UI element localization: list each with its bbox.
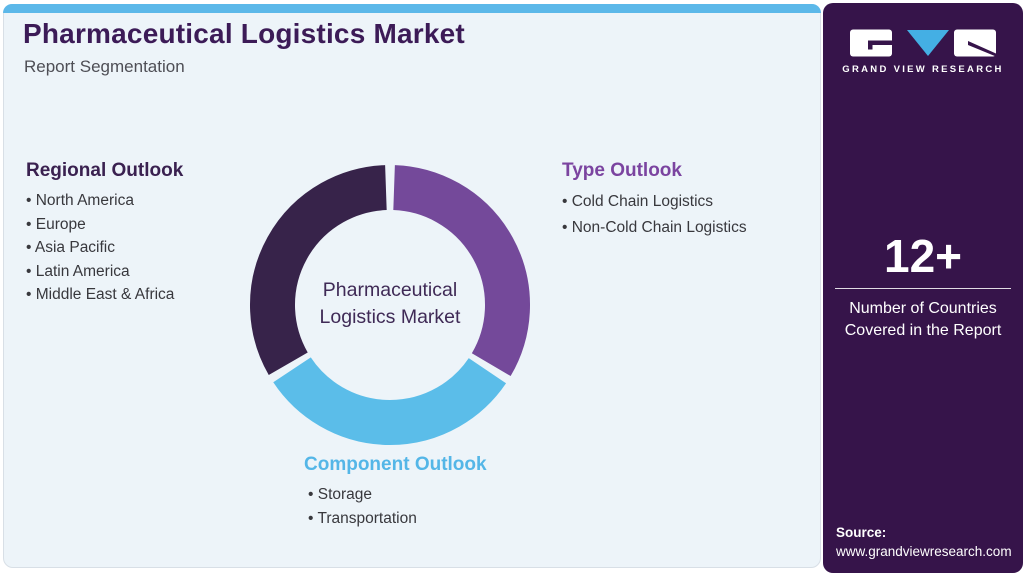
- donut-chart: [250, 165, 530, 445]
- source-label: Source:: [836, 525, 887, 540]
- donut-center-label: Pharmaceutical Logistics Market: [319, 279, 461, 328]
- type-outlook-heading: Type Outlook: [562, 160, 682, 181]
- donut-chart-container: [240, 155, 540, 455]
- list-item: Latin America: [26, 260, 183, 284]
- countries-stat: 12+ Number of Countries Covered in the R…: [835, 231, 1011, 342]
- page-title: Pharmaceutical Logistics Market: [23, 18, 465, 49]
- regional-outlook-heading: Regional Outlook: [26, 160, 184, 181]
- type-outlook-section: Type Outlook Cold Chain LogisticsNon-Col…: [562, 160, 747, 241]
- source-url[interactable]: www.grandviewresearch.com: [836, 544, 1012, 559]
- type-outlook-list: Cold Chain LogisticsNon-Cold Chain Logis…: [562, 189, 747, 241]
- list-item: Asia Pacific: [26, 236, 183, 260]
- top-accent-bar: [3, 4, 821, 13]
- list-item: Transportation: [308, 507, 487, 531]
- list-item: Storage: [308, 483, 487, 507]
- brand-name: GRAND VIEW RESEARCH: [842, 64, 1004, 75]
- list-item: Europe: [26, 213, 183, 237]
- donut-segment-component-outlook: [273, 356, 507, 445]
- sidebar: GRAND VIEW RESEARCH 12+ Number of Countr…: [823, 3, 1023, 573]
- component-outlook-list: StorageTransportation: [308, 483, 487, 530]
- donut-segment-regional-outlook: [250, 165, 388, 375]
- component-outlook-section: Component Outlook StorageTransportation: [304, 454, 487, 530]
- stat-label: Number of Countries Covered in the Repor…: [844, 300, 1002, 339]
- brand-logo: GRAND VIEW RESEARCH: [823, 29, 1023, 75]
- list-item: Cold Chain Logistics: [562, 189, 747, 215]
- source-block: Source: www.grandviewresearch.com: [836, 523, 1012, 561]
- gvr-logo-icon: [850, 29, 996, 57]
- regional-outlook-list: North AmericaEuropeAsia PacificLatin Ame…: [26, 189, 183, 307]
- list-item: Middle East & Africa: [26, 283, 183, 307]
- page-subtitle: Report Segmentation: [24, 57, 185, 76]
- main-panel: Pharmaceutical Logistics Market Report S…: [3, 4, 821, 568]
- regional-outlook-section: Regional Outlook North AmericaEuropeAsia…: [26, 160, 183, 307]
- stat-value: 12+: [883, 230, 963, 282]
- list-item: Non-Cold Chain Logistics: [562, 215, 747, 241]
- list-item: North America: [26, 189, 183, 213]
- stat-divider: [835, 288, 1011, 289]
- donut-segment-type-outlook: [392, 165, 530, 377]
- component-outlook-heading: Component Outlook: [304, 454, 487, 475]
